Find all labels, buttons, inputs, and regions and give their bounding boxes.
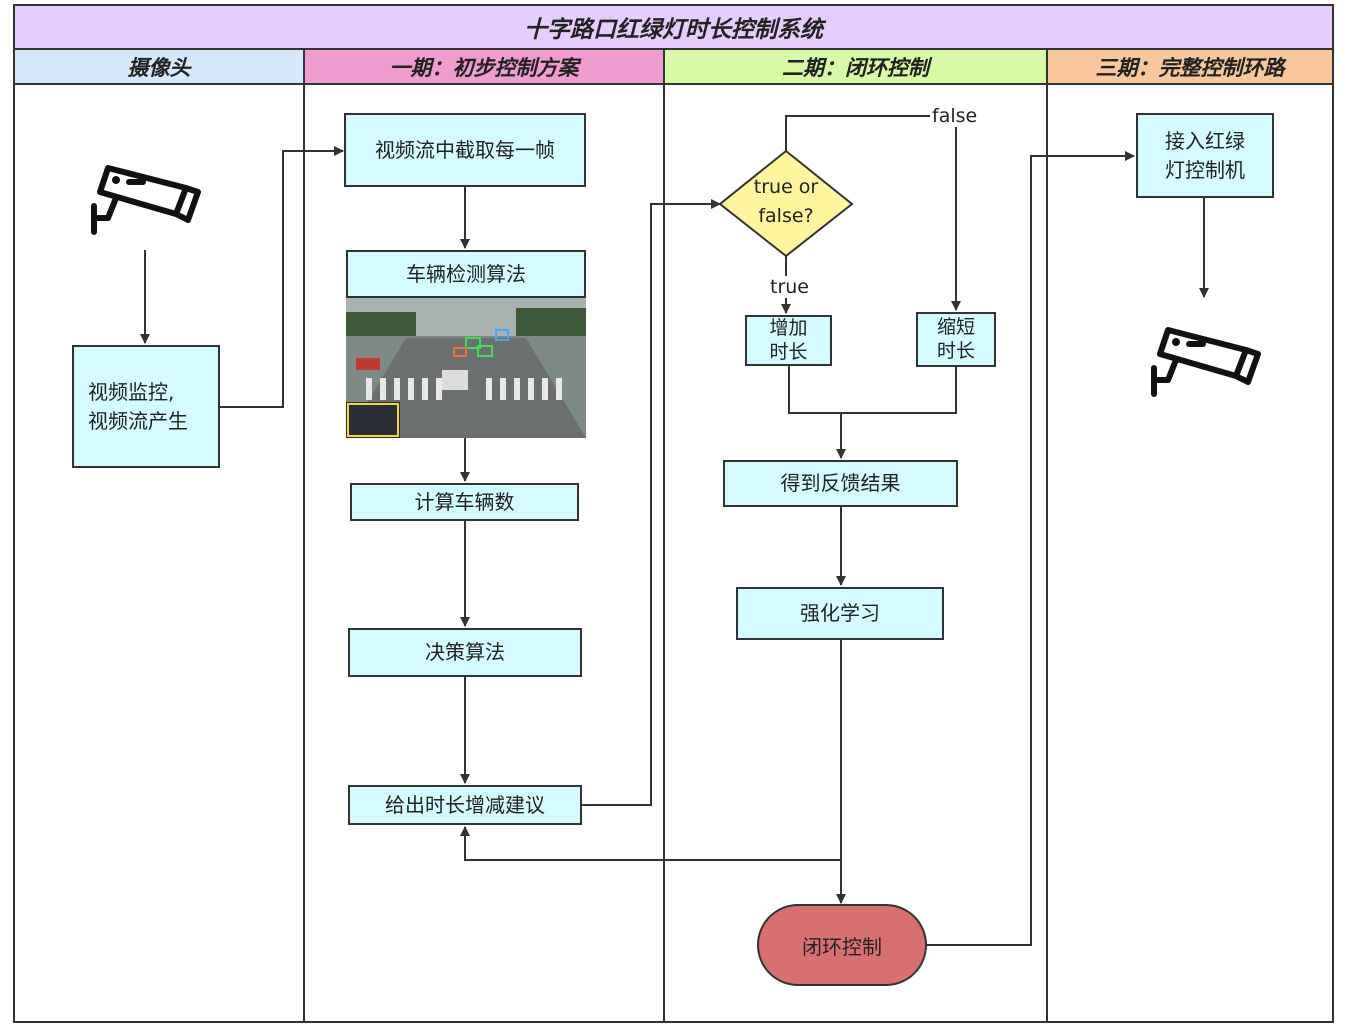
reinforcement-learning-label: 强化学习	[800, 601, 880, 625]
security-camera-icon	[1151, 327, 1261, 397]
shorten-line2: 时长	[936, 339, 975, 362]
increase-line2: 时长	[769, 340, 808, 363]
edge-monitor-to-extract	[220, 146, 344, 408]
lane-header-phase1-label: 一期：初步控制方案	[389, 55, 579, 80]
lane-header-phase3: 三期：完整控制环路	[1046, 50, 1334, 85]
count-vehicles-label: 计算车辆数	[414, 489, 515, 514]
decision-text: true or false?	[722, 173, 850, 230]
edge-closed-loop-to-controller	[926, 151, 1135, 946]
decision-text-line1: true or	[753, 176, 819, 198]
shorten-duration-box: 缩短 时长	[916, 312, 996, 367]
camera-monitor-line1: 视频监控,	[88, 379, 175, 404]
lane-header-camera-label: 摄像头	[127, 55, 191, 80]
increase-line1: 增加	[769, 316, 808, 339]
security-camera-icon	[91, 165, 201, 235]
edge-label-false: false	[930, 105, 980, 127]
edge-decision-false	[785, 115, 961, 311]
camera-monitor-line2: 视频流产生	[88, 408, 188, 433]
feedback-box: 得到反馈结果	[723, 460, 958, 507]
edge-advice-to-decision	[582, 199, 721, 806]
count-vehicles-box: 计算车辆数	[350, 483, 579, 521]
give-advice-box: 给出时长增减建议	[348, 785, 582, 825]
edge-loop-back-to-advice	[460, 826, 841, 861]
reinforcement-learning-box: 强化学习	[736, 587, 944, 640]
decision-algorithm-label: 决策算法	[425, 640, 505, 664]
extract-frames-label: 视频流中截取每一帧	[375, 137, 555, 162]
traffic-detection-photo	[346, 298, 586, 438]
diagram-title-text: 十字路口红绿灯时长控制系统	[524, 17, 823, 43]
connect-controller-line1: 接入红绿	[1165, 128, 1245, 153]
increase-duration-box: 增加 时长	[745, 315, 832, 366]
edge-increase-merge	[788, 366, 957, 414]
closed-loop-label: 闭环控制	[758, 905, 926, 985]
lane-body-phase3	[1046, 84, 1334, 1023]
diagram-title: 十字路口红绿灯时长控制系统	[13, 4, 1334, 50]
lane-header-phase2-label: 二期：闭环控制	[782, 55, 929, 80]
camera-monitor-box: 视频监控, 视频流产生	[72, 345, 220, 468]
lane-header-camera: 摄像头	[13, 50, 305, 85]
closed-loop-text: 闭环控制	[802, 934, 882, 959]
connect-controller-box: 接入红绿 灯控制机	[1136, 113, 1274, 198]
decision-diamond	[718, 149, 854, 258]
lane-header-phase3-label: 三期：完整控制环路	[1095, 55, 1285, 80]
shorten-line1: 缩短	[936, 315, 975, 338]
decision-text-line2: false?	[758, 204, 814, 227]
vehicle-detection-box: 车辆检测算法	[346, 250, 586, 298]
edge-label-true: true	[768, 276, 811, 298]
give-advice-label: 给出时长增减建议	[385, 792, 545, 817]
decision-algorithm-box: 决策算法	[348, 628, 582, 677]
closed-loop-terminal	[757, 904, 927, 986]
feedback-label: 得到反馈结果	[780, 471, 901, 495]
extract-frames-box: 视频流中截取每一帧	[344, 113, 586, 187]
connect-controller-line2: 灯控制机	[1165, 157, 1245, 182]
vehicle-detection-label: 车辆检测算法	[406, 261, 526, 286]
